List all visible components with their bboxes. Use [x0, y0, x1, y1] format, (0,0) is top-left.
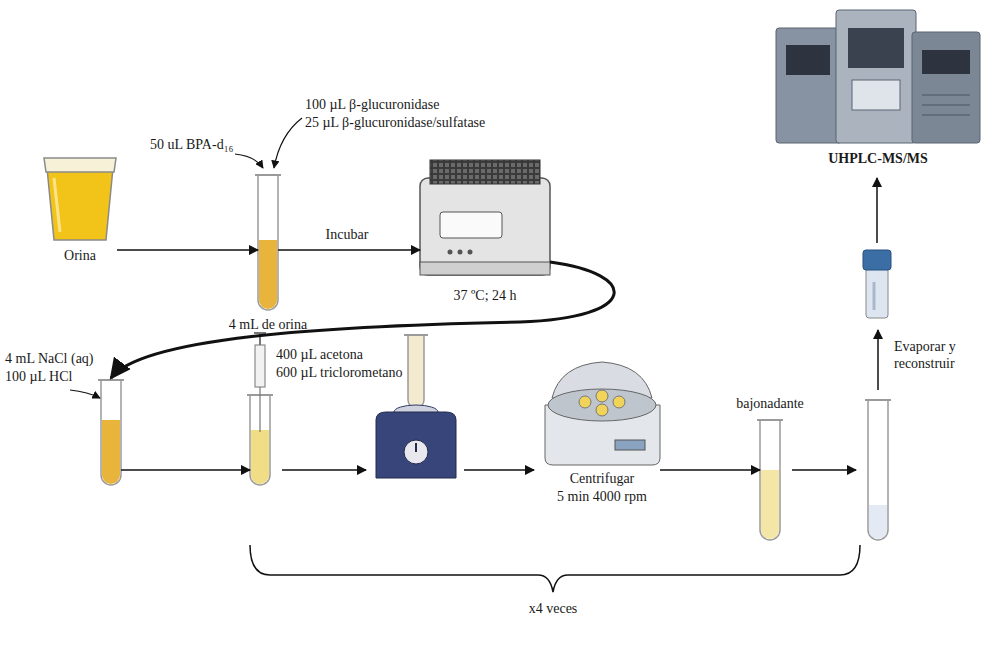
step-label: 37 ºC; 24 h: [453, 287, 516, 304]
syringe: [254, 333, 266, 432]
step-label: 100 µL β-glucuronidase: [305, 96, 439, 113]
flow-arrow: [464, 469, 534, 471]
step-label: bajonadante: [736, 395, 804, 412]
tube-step: 4 mL NaCl (aq)100 µL HCl: [101, 380, 121, 485]
uhplc-instrument: [776, 10, 980, 143]
urine-cup: [44, 158, 116, 240]
leader-arrow: [70, 390, 100, 398]
step-label: 400 µL acetona: [276, 346, 363, 363]
repeat-note: x4 veces: [529, 600, 578, 617]
flow-arrow: [282, 469, 366, 471]
flow-connector: [278, 249, 420, 251]
step-label: 100 µL HCl: [5, 368, 72, 385]
step-label: 25 µL β-glucuronidase/sulfatase: [305, 114, 485, 131]
flow-connector: [660, 469, 760, 471]
step-label: 4 mL de orina: [229, 316, 307, 333]
sample-cup: Orina: [45, 158, 117, 242]
step-label: 5 min 4000 rpm: [557, 488, 647, 505]
edge-label: Incubar: [326, 226, 369, 243]
repeat-brace: [250, 545, 860, 592]
centrifuge-step: Centrifugar5 min 4000 rpm: [545, 362, 660, 465]
tube-step: 400 µL acetona600 µL triclorometano: [250, 395, 270, 485]
flow-arrow: [877, 330, 879, 390]
tube-step: bajonadante: [760, 420, 780, 540]
test-tube: [255, 175, 281, 310]
vortex-mixer: [376, 335, 456, 478]
incubator-step: 37 ºC; 24 h: [420, 160, 550, 275]
leader-arrow: [235, 154, 263, 168]
step-label: 50 uL BPA-d₁₆: [150, 136, 233, 153]
test-tube: [865, 400, 891, 540]
leader-arrow: [274, 118, 302, 168]
step-label: 4 mL NaCl (aq): [5, 350, 94, 367]
test-tube: [757, 420, 783, 540]
flow-connector: [121, 469, 250, 471]
incubator: [420, 160, 550, 275]
step-label: Orina: [64, 247, 96, 264]
step-label: 600 µL triclorometano: [276, 364, 403, 381]
centrifuge: [545, 362, 660, 465]
step-label: Centrifugar: [570, 470, 635, 487]
flow-arrow: [792, 469, 856, 471]
flow-arrow: [876, 178, 878, 243]
instrument-step: UHPLC-MS/MS: [776, 10, 980, 143]
step-label: UHPLC-MS/MS: [828, 150, 928, 167]
step-note: Evaporar y reconstruir: [894, 338, 994, 372]
tube-step: 50 uL BPA-d₁₆100 µL β-glucuronidase25 µL…: [258, 175, 278, 310]
vial: [863, 250, 891, 318]
flow-connector: [117, 249, 258, 251]
flow-connector: [111, 262, 614, 378]
test-tube: [98, 380, 124, 485]
